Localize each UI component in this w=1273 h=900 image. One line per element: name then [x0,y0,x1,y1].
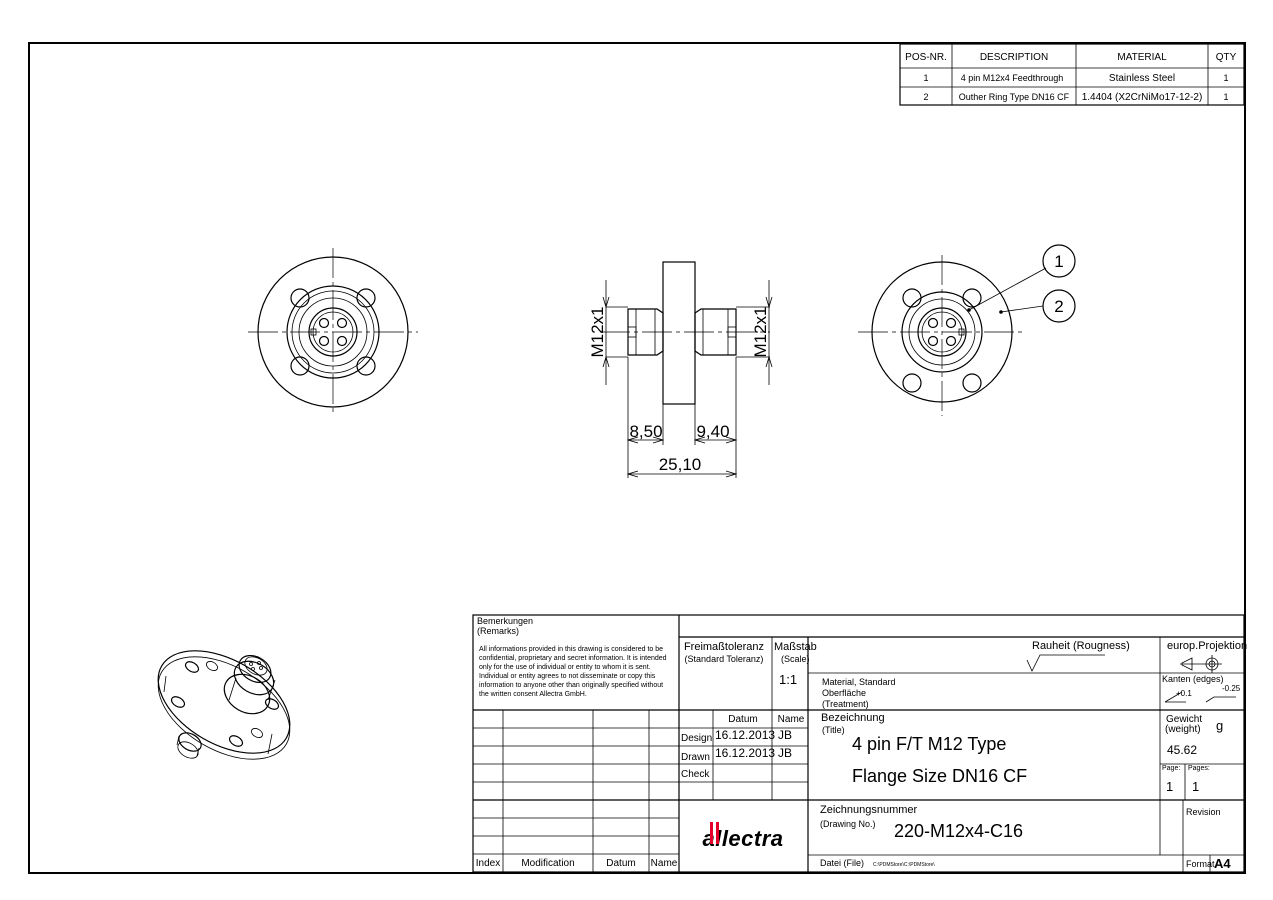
bom-row-2-qty: 1 [1223,92,1228,102]
projection-symbol-icon [1180,655,1222,673]
edge-value-1: +0.1 [1176,689,1192,698]
dim-right-length: 9,40 [696,422,729,441]
file-label: Datei (File) [820,858,864,868]
modification-header: Modification [521,858,574,869]
bom-header-pos: POS-NR. [905,52,947,63]
bom-row-1-material: Stainless Steel [1109,73,1175,84]
title-label: Bezeichnung [821,712,885,724]
drawn-date: 16.12.2013 [715,746,775,760]
bom-row-2-pos: 2 [923,92,928,102]
scale-value: 1:1 [779,672,797,687]
disclaimer-line-5: information to anyone other than origina… [479,682,663,689]
bom-row-1-pos: 1 [923,73,928,83]
bom-row-2-description: Outher Ring Type DN16 CF [959,92,1070,102]
title-block: Bemerkungen (Remarks) All informations p… [472,614,1247,873]
drawing-no-sublabel: (Drawing No.) [820,819,876,829]
weight-sublabel: (weight) [1165,724,1201,735]
tolerance-subtitle: (Standard Toleranz) [685,654,764,664]
projection-label: europ.Projektion [1167,640,1247,652]
title-line-2: Flange Size DN16 CF [852,766,1027,786]
pages-label: Pages: [1188,765,1210,772]
disclaimer-line-3: only for the use of individual or entity… [479,664,651,671]
disclaimer-line-4: Individual or entity agrees to not disse… [479,673,656,680]
name-header: Name [778,714,805,725]
tolerance-title: Freimaßtoleranz [684,641,764,653]
pages-value: 1 [1192,779,1199,794]
drawing-no-label: Zeichnungsnummer [820,804,918,816]
roughness-symbol [1026,654,1105,672]
dim-thread-right: M12x1 [751,306,770,357]
weight-value: 45.62 [1167,743,1197,757]
material-line-3: (Treatment) [822,699,869,709]
front-view-left [248,248,418,416]
bom-row-1-qty: 1 [1223,73,1228,83]
dim-overall-length: 25,10 [659,455,702,474]
file-value: C:\PDMStore\C:\PDMStore\ [873,862,935,868]
drawn-label: Drawn [681,752,710,763]
sheet-border [28,42,1246,874]
weight-label: Gewicht [1166,714,1202,725]
drawn-name: JB [778,746,792,760]
roughness-label: Rauheit (Rougness) [1032,640,1130,652]
weight-unit: g [1216,718,1223,733]
bom-header-description: DESCRIPTION [980,52,1048,63]
isometric-view [157,650,291,760]
dim-thread-left: M12x1 [588,306,607,357]
disclaimer-line-6: the written consent Allectra GmbH. [479,691,587,698]
page-label: Page: [1162,765,1180,772]
index-header: Index [476,858,500,869]
page-value: 1 [1166,779,1173,794]
bom-header-material: MATERIAL [1117,52,1167,63]
logo-accent-2 [716,822,719,844]
format-value: A4 [1214,856,1231,871]
format-label: Format [1186,859,1215,869]
design-label: Design [681,733,712,744]
remarks-title: Bemerkungen [477,616,533,626]
remarks-subtitle: (Remarks) [477,626,519,636]
material-line-1: Material, Standard [822,677,896,687]
front-view-right: 1 2 [858,244,1076,416]
bom-table: POS-NR. DESCRIPTION MATERIAL QTY 1 4 pin… [899,43,1245,106]
check-label: Check [681,769,710,780]
title-line-1: 4 pin F/T M12 Type [852,734,1006,754]
callout-2: 2 [1054,297,1063,316]
balloon-1 [1042,244,1076,278]
edge-value-2: -0.25 [1222,684,1241,693]
edges-label: Kanten (edges) [1162,674,1224,684]
mod-datum-header: Datum [606,858,635,869]
mod-name-header: Name [651,858,678,869]
bom-row-1-description: 4 pin M12x4 Feedthrough [961,73,1064,83]
disclaimer-line-1: All informations provided in this drawin… [479,646,663,653]
revision-label: Revision [1186,807,1221,817]
scale-title: Maßstab [774,641,817,653]
bom-header-qty: QTY [1216,52,1237,63]
callout-1: 1 [1054,252,1063,271]
title-sublabel: (Title) [822,725,845,735]
drawing-no-value: 220-M12x4-C16 [894,821,1023,841]
datum-header: Datum [728,714,757,725]
scale-subtitle: (Scale) [781,654,810,664]
company-logo: allectra [702,826,783,851]
bom-row-2-material: 1.4404 (X2CrNiMo17-12-2) [1082,92,1203,103]
design-name: JB [778,728,792,742]
dim-left-length: 8,50 [629,422,662,441]
material-line-2: Oberfläche [822,688,866,698]
balloon-2 [1042,289,1076,323]
side-view: M12x1 M12x1 8,50 9,40 25,10 [588,261,773,478]
disclaimer-line-2: confidential, proprietary and secret inf… [479,655,667,662]
design-date: 16.12.2013 [715,728,775,742]
logo-accent-1 [710,822,713,844]
